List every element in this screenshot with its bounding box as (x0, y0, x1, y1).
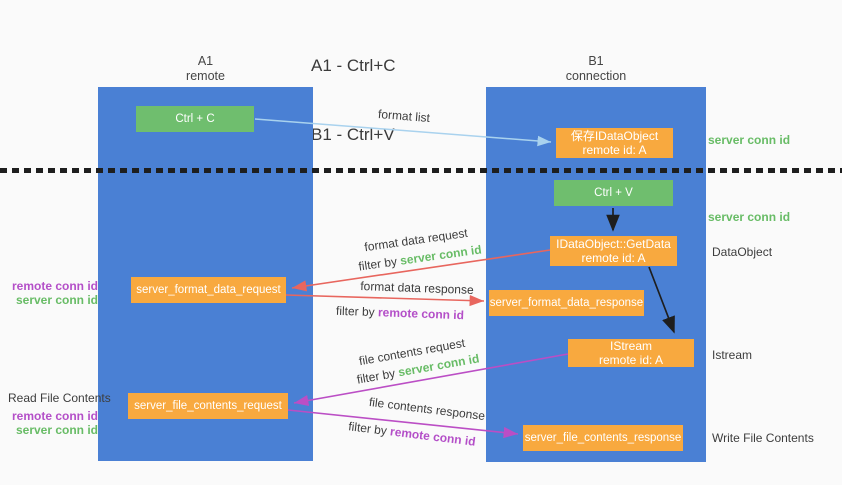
left-conn-ids-format: remote conn id server conn id (8, 279, 98, 307)
node-ctrl-c-label: Ctrl + C (175, 113, 215, 125)
node-format-response-label: server_format_data_response (489, 297, 644, 309)
label-file-contents-response: file contents response (368, 394, 486, 424)
side-write-file-contents: Write File Contents (712, 431, 814, 445)
title-line-1: A1 - Ctrl+C (311, 56, 396, 75)
title-line-2: B1 - Ctrl+V (311, 125, 395, 144)
lifeline-header-a1: A1 remote (98, 54, 313, 84)
side-server-conn-id-mid: server conn id (708, 210, 791, 224)
left-remote-conn-id-1: remote conn id (11, 279, 98, 293)
label-format-data-response: format data response (360, 279, 474, 297)
label-filter-by-remote-conn-id-2: filter by remote conn id (348, 419, 477, 449)
filter-by-text: filter by (347, 419, 388, 438)
filter-by-text: filter by (355, 366, 397, 387)
node-save-idataobject: 保存IDataObject remote id: A (556, 128, 673, 158)
left-remote-conn-id-2: remote conn id (11, 409, 98, 423)
node-server-file-contents-response: server_file_contents_response (523, 425, 683, 451)
node-server-file-contents-request: server_file_contents_request (128, 393, 288, 419)
node-getdata-line2: remote id: A (581, 251, 646, 265)
node-save-idataobject-line2: remote id: A (582, 143, 647, 157)
node-getdata-line1: IDataObject::GetData (556, 237, 671, 251)
left-server-conn-id-1: server conn id (15, 293, 98, 307)
lifeline-b1-role: connection (565, 69, 627, 83)
session-separator-line (0, 168, 842, 173)
lifeline-b1-name: B1 (588, 54, 604, 68)
side-istream: Istream (712, 348, 753, 362)
filter-by-text: filter by (335, 303, 375, 320)
filter-by-text: filter by (357, 254, 398, 274)
side-server-conn-id-top: server conn id (708, 133, 791, 147)
node-istream-line1: IStream (609, 339, 652, 353)
node-server-format-data-response: server_format_data_response (489, 290, 644, 316)
label-filter-by-remote-conn-id-1: filter by remote conn id (336, 304, 464, 322)
lifeline-a1-name: A1 (197, 54, 214, 68)
node-server-format-data-request: server_format_data_request (131, 277, 286, 303)
node-ctrl-v: Ctrl + V (554, 180, 673, 206)
remote-conn-id-text: remote conn id (377, 305, 465, 323)
remote-conn-id-text: remote conn id (389, 424, 477, 449)
diagram-title: A1 - Ctrl+C B1 - Ctrl+V (311, 8, 396, 192)
node-ctrl-c: Ctrl + C (136, 106, 254, 132)
node-ctrl-v-label: Ctrl + V (594, 187, 633, 199)
left-conn-ids-file: remote conn id server conn id (8, 409, 98, 437)
node-save-idataobject-line1: 保存IDataObject (570, 129, 659, 143)
side-read-file-contents: Read File Contents (8, 391, 111, 405)
node-file-request-label: server_file_contents_request (134, 400, 282, 412)
left-server-conn-id-2: server conn id (15, 423, 98, 437)
side-dataobject: DataObject (712, 245, 773, 259)
lifeline-a1-role: remote (186, 69, 225, 83)
lifeline-header-b1: B1 connection (486, 54, 706, 84)
node-file-response-label: server_file_contents_response (524, 432, 682, 444)
node-idataobject-getdata: IDataObject::GetData remote id: A (550, 236, 677, 266)
node-format-request-label: server_format_data_request (136, 284, 281, 296)
node-istream-line2: remote id: A (598, 353, 664, 367)
node-istream: IStream remote id: A (568, 339, 694, 367)
